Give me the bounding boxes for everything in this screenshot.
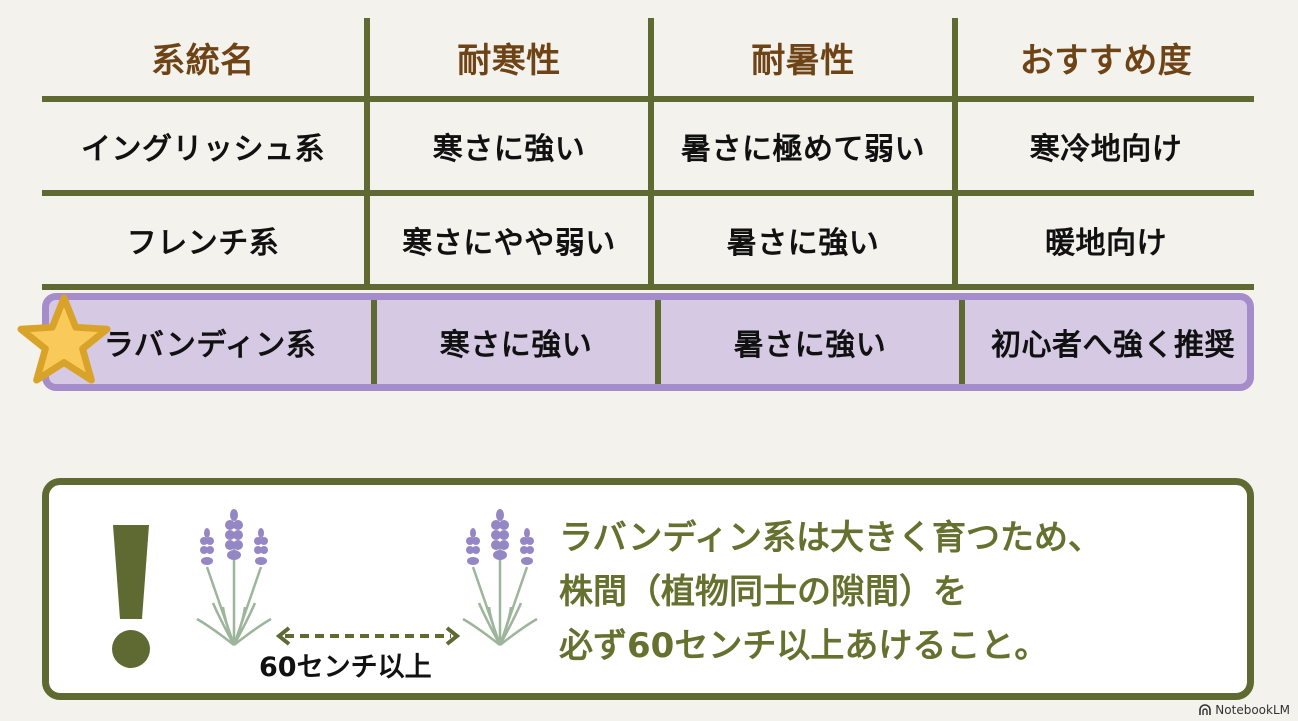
cell-recommendation: 初心者へ強く推奨 [959, 300, 1261, 384]
cell-name: イングリッシュ系 [81, 132, 325, 167]
lavender-plant-icon [462, 509, 538, 646]
lavender-comparison-table: 系統名 耐寒性 耐暑性 おすすめ度 イングリッシュ系 寒さに強い 暑さに極めて弱… [17, 18, 1254, 391]
cell-name: フレンチ系 [126, 226, 280, 261]
notice-message: ラバンディン系は大きく育つため、 株間（植物同士の隙間）を 必ず60センチ以上あ… [559, 511, 1102, 673]
cell-cold: 寒さにやや弱い [364, 196, 648, 284]
notice-line: ラバンディン系は大きく育つため、 [559, 518, 1102, 558]
header-cell-recommendation: おすすめ度 [952, 18, 1254, 96]
header-cell-cold: 耐寒性 [364, 18, 648, 96]
double-arrow-dashed-icon [275, 626, 461, 646]
notebooklm-logo-icon [1199, 704, 1212, 715]
notice-line: 株間（植物同士の隙間）を [559, 572, 967, 612]
cell-recommendation: 寒冷地向け [952, 102, 1254, 190]
spacing-label: 60センチ以上 [259, 652, 432, 683]
table-row: フレンチ系 寒さにやや弱い 暑さに強い 暖地向け [42, 196, 1254, 290]
table-row-highlighted: ラバンディン系 寒さに強い 暑さに強い 初心者へ強く推奨 [17, 293, 1254, 391]
cell-recommendation: 暖地向け [952, 196, 1254, 284]
cell-heat: 暑さに強い [655, 300, 959, 384]
exclamation-icon [112, 525, 150, 668]
table-row: イングリッシュ系 寒さに強い 暑さに極めて弱い 寒冷地向け [42, 102, 1254, 196]
cell-cold: 寒さに強い [364, 102, 648, 190]
spacing-notice-box: 60センチ以上 ラバンディン系は大きく育つため、 株間（植物同士の隙間）を 必ず… [42, 478, 1254, 700]
cell-name: ラバンディン系 [103, 328, 317, 363]
notebooklm-watermark: NotebookLM [1199, 703, 1290, 717]
cell-cold: 寒さに強い [371, 300, 655, 384]
lavender-plant-icon [196, 509, 272, 646]
cell-heat: 暑さに極めて弱い [648, 102, 952, 190]
notice-line: 必ず60センチ以上あけること。 [559, 626, 1049, 666]
watermark-label: NotebookLM [1215, 703, 1290, 717]
star-icon [17, 294, 111, 384]
cell-heat: 暑さに強い [648, 196, 952, 284]
header-cell-heat: 耐暑性 [648, 18, 952, 96]
header-cell-name: 系統名 [151, 40, 255, 81]
table-header-row: 系統名 耐寒性 耐暑性 おすすめ度 [42, 18, 1254, 102]
